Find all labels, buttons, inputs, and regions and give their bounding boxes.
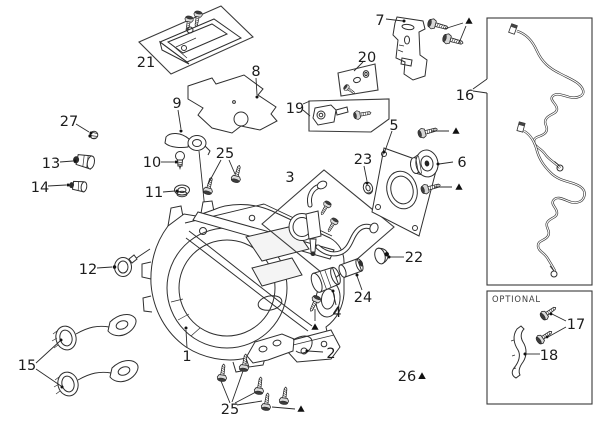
callout-25-bottom: 25 (221, 402, 239, 418)
bolt-icon (352, 108, 373, 121)
screw-icon (216, 363, 229, 383)
bolt-icon (441, 32, 465, 49)
part-10-fitting (175, 151, 185, 170)
part-20-small-parts-kit-box (337, 63, 379, 97)
wire-connector-icon (508, 23, 518, 35)
callout-21: 21 (137, 55, 155, 71)
callout-15: 15 (18, 358, 36, 374)
part-3-oil-pump-kit-box (261, 169, 395, 282)
callout-8: 8 (251, 64, 260, 80)
ring-terminal-icon (549, 265, 558, 278)
callout-12: 12 (79, 262, 97, 278)
screw-icon (317, 199, 333, 217)
part-18-bracket (510, 325, 527, 379)
part-16-wiring-harness-box (472, 17, 593, 286)
callout-24: 24 (354, 290, 372, 306)
triangle-marker (455, 183, 463, 190)
part-15-filler-caps (51, 314, 139, 397)
callout-11: 11 (145, 185, 163, 201)
callout-19: 19 (286, 101, 304, 117)
callout-16: 16 (456, 88, 474, 104)
part-2-guard (246, 333, 313, 364)
part-7-bracket-plate (392, 16, 473, 81)
part-25-screws-mid (201, 159, 245, 196)
part-1-engine-housing (141, 200, 345, 373)
part-12-plug-cap (112, 248, 151, 277)
callout-14: 14 (31, 180, 49, 196)
bolt-icon (426, 17, 450, 34)
callout-6: 6 (457, 155, 466, 171)
callout-25-mid: 25 (216, 146, 234, 162)
part-22-cap-valve (374, 247, 389, 265)
optional-box-label: OPTIONAL (492, 294, 541, 304)
part-8-gasket (187, 74, 278, 134)
part-24-pin (338, 258, 364, 278)
screw-icon (538, 303, 559, 322)
callout-1: 1 (182, 349, 191, 365)
callout-26: 26 (398, 369, 416, 385)
screw-icon (201, 175, 217, 196)
ring-terminal-icon (554, 161, 564, 172)
part-19-latch-kit-box (308, 98, 390, 133)
callout-5: 5 (389, 118, 398, 134)
part-21-handle-kit-box (138, 5, 254, 75)
callout-9: 9 (172, 96, 181, 112)
callout-18: 18 (540, 348, 558, 364)
callout-labels: 1 2 3 4 5 6 7 8 9 10 11 12 13 14 15 16 1… (18, 13, 585, 418)
part-25-screws-bottom (216, 353, 305, 412)
callout-27: 27 (60, 114, 78, 130)
screw-icon (324, 216, 340, 234)
optional-box: OPTIONAL (486, 290, 593, 405)
screw-icon (278, 386, 291, 406)
callout-13: 13 (42, 156, 60, 172)
triangle-marker (418, 372, 426, 379)
callout-20: 20 (358, 50, 376, 66)
triangle-marker (452, 127, 460, 134)
part-11-grommet (174, 184, 190, 198)
callout-2: 2 (326, 346, 335, 362)
part-9-lever (164, 133, 211, 211)
part-14-valve (69, 180, 88, 193)
callout-22: 22 (405, 250, 423, 266)
screw-icon (534, 327, 555, 346)
triangle-marker (297, 405, 305, 412)
callout-7: 7 (375, 13, 384, 29)
bolt-icon (416, 124, 439, 140)
callout-3: 3 (285, 170, 294, 186)
wire-connector-icon (516, 121, 526, 133)
callout-17: 17 (567, 317, 585, 333)
callout-10: 10 (143, 155, 161, 171)
part-6-worm-gear (409, 124, 463, 196)
callout-4: 4 (332, 305, 341, 321)
triangle-marker (465, 17, 473, 24)
callout-23: 23 (354, 152, 372, 168)
leader-lines (35, 18, 454, 389)
screw-icon (260, 392, 273, 412)
part-4-buffer-drum (306, 266, 341, 330)
part-27-clip (88, 130, 99, 140)
